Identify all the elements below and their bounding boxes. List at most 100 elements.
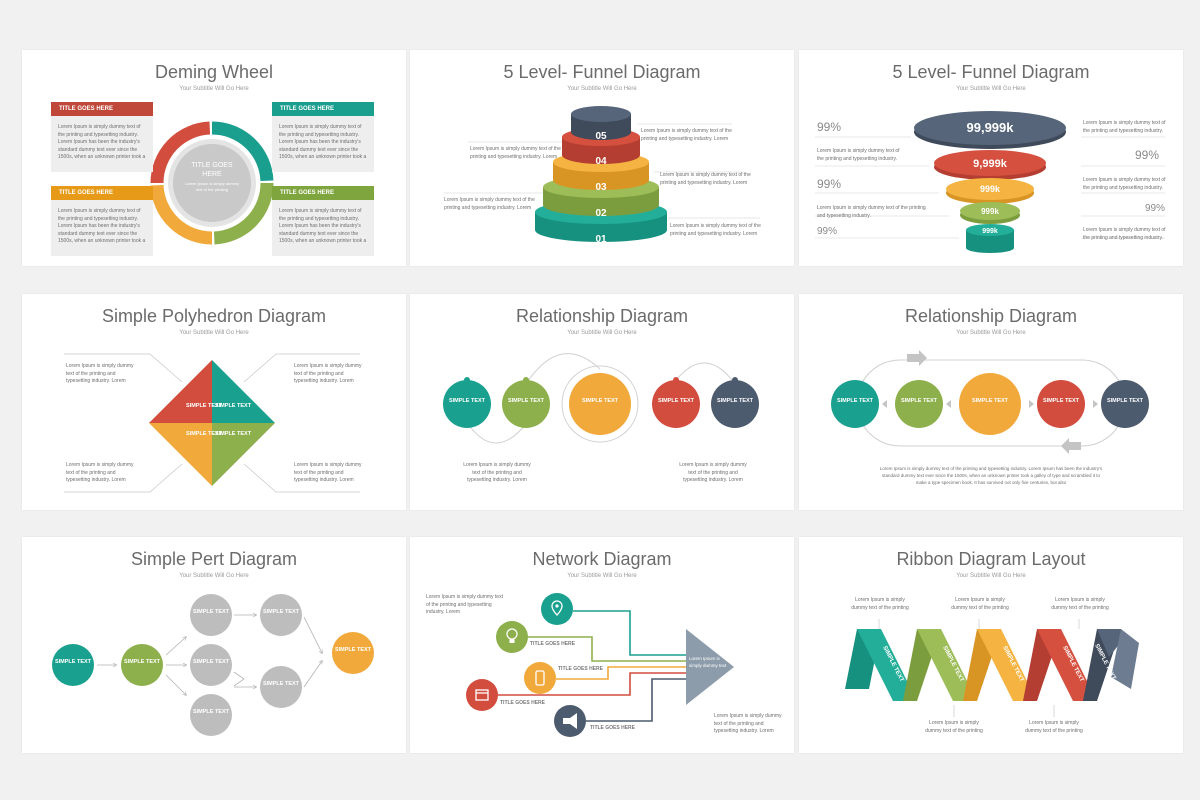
- poly-green: [212, 423, 275, 486]
- poly-label-teal: SIMPLE TEXT: [215, 403, 252, 409]
- ribbon-note-bottom-2: Lorem Ipsum is simply dummy text of the …: [1025, 720, 1083, 734]
- title-box-red-text: Lorem Ipsum is simply dummy text of the …: [58, 124, 146, 160]
- ribbon-graphic: SIMPLE TEXT SIMPLE TEXT SIMPLE TEXT SIMP…: [845, 619, 1139, 717]
- slide-subtitle: Your Subtitle Will Go Here: [956, 330, 1026, 336]
- pert-label-4: SIMPLE TEXT: [193, 659, 230, 665]
- disc-2: [934, 150, 1046, 180]
- poly-note-top-left: Lorem Ipsum is simply dummy text of the …: [66, 363, 134, 384]
- level-label-03: 03: [595, 182, 607, 193]
- poly-label-green: SIMPLE TEXT: [215, 431, 252, 437]
- disc-note-5: Lorem Ipsum is simply dummy text of the …: [1083, 227, 1166, 241]
- ribbon-note-top-3: Lorem Ipsum is simply dummy text of the …: [1051, 597, 1109, 611]
- chain-label-1: SIMPLE TEXT: [449, 398, 486, 404]
- ribbon-note-bottom-1: Lorem Ipsum is simply dummy text of the …: [925, 720, 983, 734]
- deming-wheel-graphic: [150, 121, 274, 245]
- ribbon-note-top-2: Lorem Ipsum is simply dummy text of the …: [951, 597, 1009, 611]
- slide-title: Simple Pert Diagram: [130, 549, 298, 569]
- disc-1: [914, 111, 1066, 149]
- title-box-orange-text: Lorem Ipsum is simply dummy text of the …: [58, 208, 146, 244]
- chain-circle-slate: [711, 380, 759, 428]
- wheel-arc-teal: [150, 121, 274, 245]
- relationship-chain-graphic: SIMPLE TEXT SIMPLE TEXT SIMPLE TEXT SIMP…: [443, 353, 759, 444]
- disc-5: [966, 224, 1014, 253]
- level-label-01: 01: [595, 234, 607, 245]
- loop-label-3: SIMPLE TEXT: [972, 398, 1009, 404]
- chain-label-3: SIMPLE TEXT: [582, 398, 619, 404]
- slide-relationship-chain[interactable]: Relationship Diagram Your Subtitle Will …: [410, 294, 794, 510]
- slide-subtitle: Your Subtitle Will Go Here: [567, 86, 637, 92]
- loop-circle-green: [895, 380, 943, 428]
- funnel-cylinders-graphic: 05 04 03 02 01: [444, 106, 760, 245]
- ribbon-note-top-1: Lorem Ipsum is simply dummy text of the …: [851, 597, 909, 611]
- poly-orange: [149, 423, 212, 486]
- slide-network[interactable]: Network Diagram Your Subtitle Will Go He…: [410, 537, 794, 753]
- funnel-note-1: Lorem Ipsum is simply dummy text of the …: [641, 128, 732, 142]
- disc-value-5: 999k: [982, 228, 998, 235]
- calendar-icon: [475, 689, 489, 701]
- funnel-note-4: Lorem Ipsum is simply dummy text of the …: [444, 197, 535, 211]
- slide-funnel-cylinders[interactable]: 5 Level- Funnel Diagram Your Subtitle Wi…: [410, 50, 794, 266]
- slide-title: Simple Polyhedron Diagram: [101, 306, 327, 326]
- slide-funnel-discs[interactable]: 5 Level- Funnel Diagram Your Subtitle Wi…: [799, 50, 1183, 266]
- pert-node-3: [190, 594, 232, 636]
- pert-label-3: SIMPLE TEXT: [193, 609, 230, 615]
- network-node-idea: [496, 621, 528, 653]
- title-box-teal-text: Lorem Ipsum is simply dummy text of the …: [279, 124, 367, 160]
- disc-note-1: Lorem Ipsum is simply dummy text of the …: [1083, 120, 1166, 134]
- percent-left-2: 99%: [817, 177, 842, 191]
- title-box-green-header: TITLE GOES HERE: [272, 186, 374, 200]
- pert-node-4: [190, 644, 232, 686]
- pert-label-5: SIMPLE TEXT: [193, 709, 230, 715]
- pert-node-2: [121, 644, 163, 686]
- lightbulb-icon: [506, 628, 518, 643]
- slide-title: Ribbon Diagram Layout: [896, 549, 1086, 569]
- disc-value-3: 999k: [980, 184, 1001, 194]
- loop-circle-teal: [831, 380, 879, 428]
- ribbon-slate: [1097, 629, 1125, 657]
- slide-polyhedron[interactable]: Simple Polyhedron Diagram Your Subtitle …: [22, 294, 406, 510]
- chain-note-left: Lorem Ipsum is simply dummy text of the …: [463, 462, 531, 483]
- ribbon-orange: [977, 629, 1037, 701]
- loop-label-1: SIMPLE TEXT: [837, 398, 874, 404]
- slide-subtitle: Your Subtitle Will Go Here: [179, 573, 249, 579]
- poly-note-top-right: Lorem Ipsum is simply dummy text of the …: [294, 363, 362, 384]
- slide-title: Network Diagram: [532, 549, 672, 569]
- title-box-teal-header: TITLE GOES HERE: [272, 102, 374, 116]
- slide-pert[interactable]: Simple Pert Diagram Your Subtitle Will G…: [22, 537, 406, 753]
- loop-circle-slate: [1101, 380, 1149, 428]
- network-note-bottom: Lorem Ipsum is simply dummy text of the …: [714, 713, 782, 734]
- ribbon-teal: [857, 629, 917, 701]
- network-title-1: TITLE GOES HERE: [530, 641, 576, 647]
- relationship-loop-graphic: SIMPLE TEXT SIMPLE TEXT SIMPLE TEXT SIMP…: [831, 350, 1149, 454]
- loop-circle-orange: [959, 373, 1021, 435]
- ribbon-red: [1037, 629, 1097, 701]
- poly-note-bottom-left: Lorem Ipsum is simply dummy text of the …: [66, 462, 134, 483]
- slide-subtitle: Your Subtitle Will Go Here: [179, 330, 249, 336]
- level-label-04: 04: [595, 156, 607, 167]
- poly-label-red: SIMPLE TEXT: [186, 403, 223, 409]
- slide-relationship-loop[interactable]: Relationship Diagram Your Subtitle Will …: [799, 294, 1183, 510]
- slide-title: Deming Wheel: [154, 62, 274, 82]
- slide-title: Relationship Diagram: [515, 306, 689, 326]
- loop-arrow-top: [907, 350, 927, 366]
- wheel-center-title: TITLE GOES HERE: [191, 162, 233, 178]
- pert-label-6: SIMPLE TEXT: [263, 609, 300, 615]
- funnel-note-5: Lorem Ipsum is simply dummy text of the …: [670, 223, 761, 237]
- percent-left-1: 99%: [817, 120, 842, 134]
- level-label-02: 02: [595, 208, 607, 219]
- slide-title: 5 Level- Funnel Diagram: [503, 62, 701, 82]
- network-node-location: [541, 593, 573, 625]
- percent-right-1: 99%: [1135, 148, 1160, 162]
- poly-note-bottom-right: Lorem Ipsum is simply dummy text of the …: [294, 462, 362, 483]
- slide-subtitle: Your Subtitle Will Go Here: [956, 573, 1026, 579]
- title-box-green-text: Lorem Ipsum is simply dummy text of the …: [279, 208, 367, 244]
- network-node-calendar: [466, 679, 498, 711]
- slide-deming-wheel[interactable]: Deming Wheel Your Subtitle Will Go Here …: [22, 50, 406, 266]
- title-box-green: [272, 200, 374, 256]
- disc-note-4: Lorem Ipsum is simply dummy text of the …: [817, 205, 926, 219]
- slide-ribbon[interactable]: Ribbon Diagram Layout Your Subtitle Will…: [799, 537, 1183, 753]
- ribbon-tail-slate: [1111, 629, 1139, 689]
- disc-value-4: 999k: [981, 207, 999, 216]
- disc-note-2: Lorem Ipsum is simply dummy text of the …: [817, 148, 900, 162]
- network-title-3: TITLE GOES HERE: [500, 700, 546, 706]
